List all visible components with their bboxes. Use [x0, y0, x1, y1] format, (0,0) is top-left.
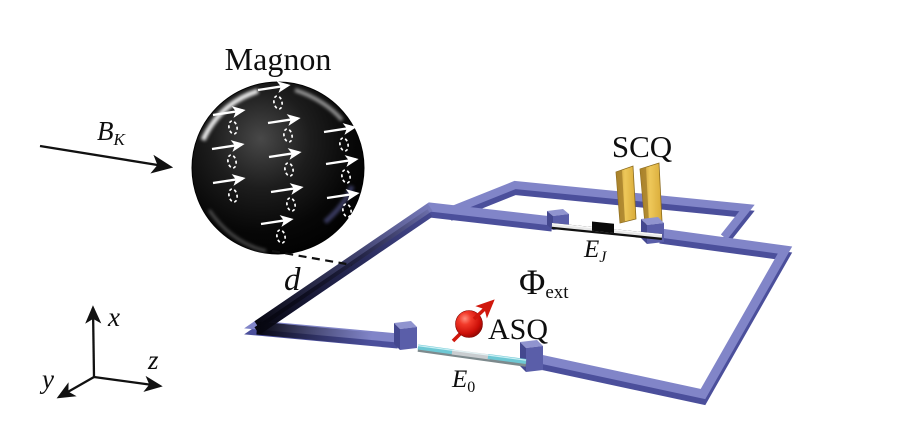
- main-loop: [244, 202, 793, 406]
- capacitor-plate-right-shade: [640, 167, 649, 224]
- nanowire-cyan-right: [487, 354, 527, 364]
- sphere-glint-topright: [294, 88, 344, 122]
- sphere-glint-bottomleft: [207, 209, 267, 253]
- capacitor-plate-left-shade: [616, 170, 625, 223]
- spin-precession-ellipse: [276, 229, 286, 244]
- asq-nanowire: [417, 344, 527, 367]
- spin-precession-ellipse: [228, 120, 238, 135]
- x-axis-arrow: [85, 305, 102, 378]
- flux-label: Φext: [519, 262, 569, 303]
- spin-arrow: [211, 140, 245, 152]
- bottom-edge-shadow: [256, 321, 373, 346]
- asq-label: ASQ: [488, 313, 548, 346]
- field-label: BK: [97, 116, 127, 149]
- magnon-label: Magnon: [225, 41, 332, 77]
- magnon-sphere: [191, 81, 365, 255]
- spin-arrow: [212, 106, 246, 118]
- z-axis-label: z: [147, 345, 159, 375]
- left-edge-shadow-front: [254, 209, 433, 335]
- left-edge-shadow-top: [254, 203, 433, 329]
- spin-precession-ellipse: [227, 154, 237, 169]
- spin-precession-ellipse: [342, 203, 352, 218]
- spin-precession-ellipse: [341, 169, 351, 184]
- josephson-junction-rod: [551, 221, 663, 240]
- spin-precession-ellipse: [228, 188, 238, 203]
- sphere-glint-topleft: [200, 88, 259, 142]
- spin-arrow: [257, 81, 291, 93]
- spin-precession-ellipse: [286, 197, 296, 212]
- scq-label: SCQ: [612, 129, 672, 164]
- x-axis-label: x: [107, 302, 120, 332]
- spin-arrow: [212, 174, 246, 186]
- spin-precession-ellipse: [273, 95, 283, 110]
- junction-label: EJ: [583, 236, 607, 266]
- junction-pedestals: [394, 209, 664, 372]
- field-arrow: [39, 144, 174, 174]
- nanowire-core: [451, 349, 491, 360]
- nanowire-label: E0: [451, 366, 475, 396]
- spin-precession-ellipse: [339, 137, 349, 152]
- scq-capacitor-plates: [615, 162, 663, 225]
- spin-arrow: [325, 155, 359, 167]
- y-axis-label: y: [39, 364, 54, 394]
- spin-arrow: [260, 215, 294, 227]
- spin-arrow: [323, 123, 357, 135]
- spin-arrow: [270, 183, 304, 195]
- nanowire-cyan-left: [417, 344, 455, 355]
- spin-precession-ellipse: [283, 128, 293, 143]
- spin-arrow-head: [472, 299, 495, 321]
- spin-arrow: [326, 189, 360, 201]
- junction-segment: [592, 221, 614, 233]
- distance-label: d: [284, 262, 301, 298]
- distance-dashed-line: [271, 249, 353, 267]
- spin-precession-grid: [211, 81, 360, 244]
- y-axis-arrow: [56, 376, 95, 399]
- spin-arrow: [267, 114, 301, 126]
- spin-precession-ellipse: [284, 162, 294, 177]
- rod-pedestal-right: [641, 217, 664, 244]
- z-axis-arrow: [93, 375, 163, 392]
- coordinate-axes: [56, 305, 163, 399]
- wire-pedestal-left: [394, 321, 417, 350]
- asq-spin: [451, 299, 495, 343]
- spin-arrow: [268, 148, 302, 160]
